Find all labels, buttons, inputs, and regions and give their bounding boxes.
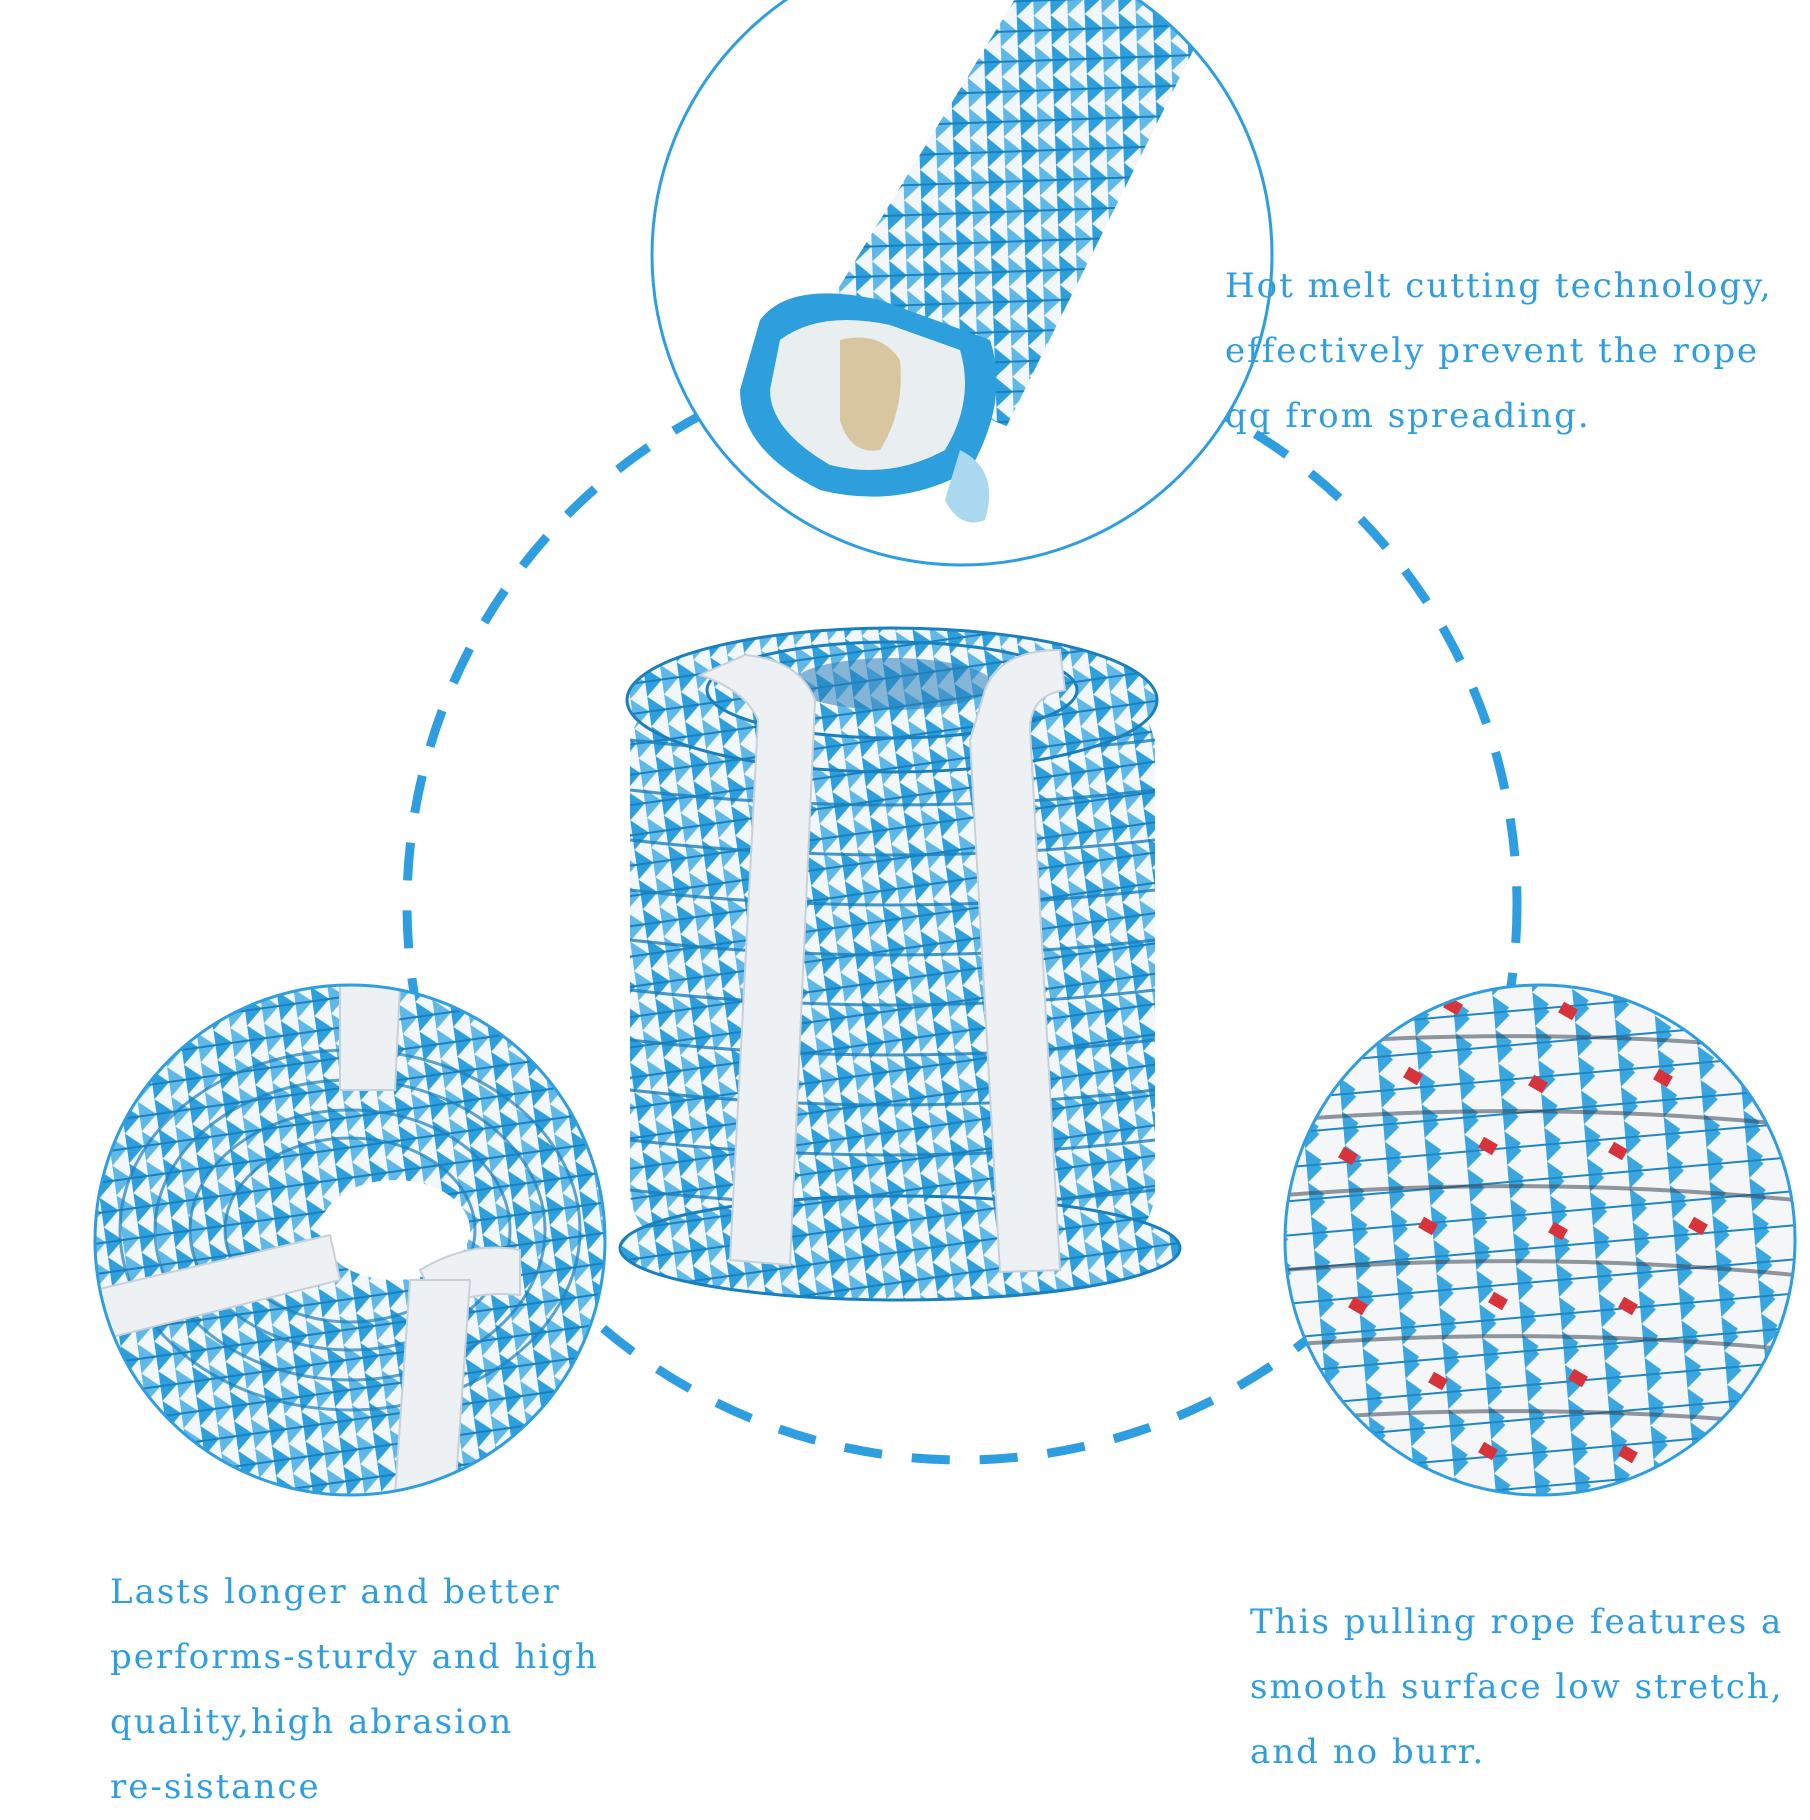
rope-end-closeup	[650, 0, 1274, 567]
callout-line: effectively prevent the rope	[1225, 331, 1760, 371]
rope-spool	[618, 626, 1182, 1302]
rope-coil-closeup	[93, 983, 607, 1497]
callout-hot-melt: Hot melt cutting technology, effectively…	[1225, 254, 1773, 449]
callout-line: This pulling rope features a	[1250, 1602, 1784, 1642]
rope-surface-closeup	[1283, 983, 1797, 1497]
callout-line: quality,high abrasion	[110, 1702, 514, 1742]
callout-line: re-sistance	[110, 1767, 321, 1807]
callout-line: and no burr.	[1250, 1732, 1486, 1772]
callout-durability: Lasts longer and better performs-sturdy …	[110, 1560, 599, 1820]
callout-smooth-surface: This pulling rope features a smooth surf…	[1250, 1590, 1784, 1785]
callout-line: Lasts longer and better	[110, 1572, 561, 1612]
callout-line: smooth surface low stretch,	[1250, 1667, 1784, 1707]
callout-line: qq from spreading.	[1225, 396, 1591, 436]
callout-line: Hot melt cutting technology,	[1225, 266, 1773, 306]
callout-line: performs-sturdy and high	[110, 1637, 599, 1677]
